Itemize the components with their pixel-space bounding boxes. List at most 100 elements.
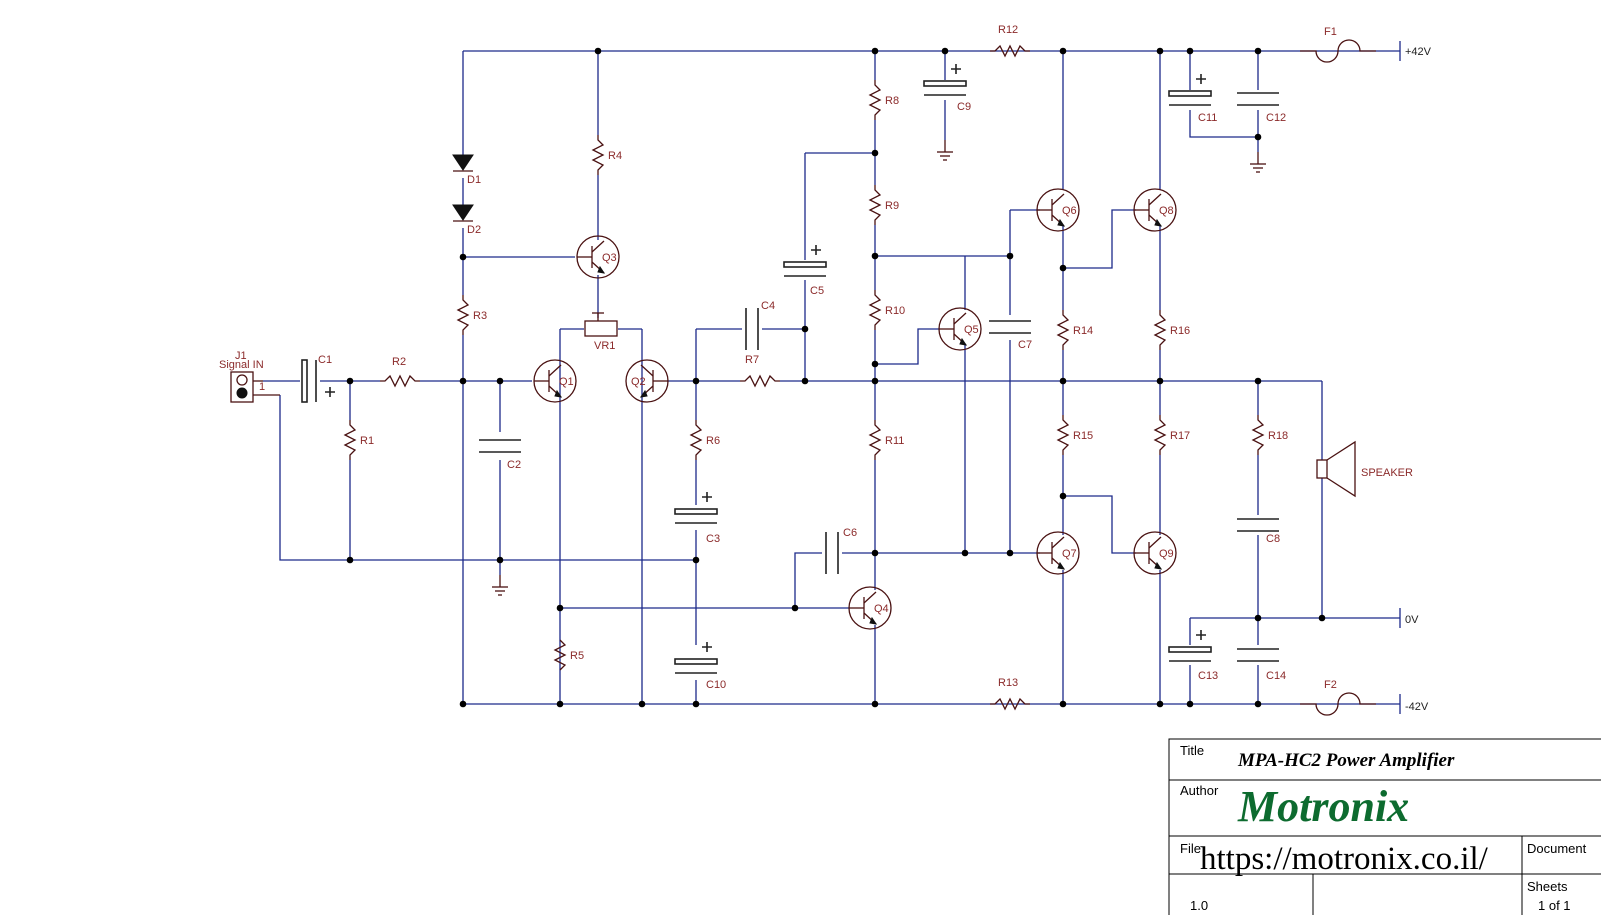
resistor-r7 [740,374,780,388]
revision-value: 1.0 [1190,898,1208,913]
junction-dot [692,700,700,708]
transistor-q2 [625,359,669,403]
title-caption: Title [1180,743,1204,758]
resistor-label-r2: R2 [392,356,406,368]
resistor-r6 [689,420,703,460]
junction-dot [1059,377,1067,385]
resistor-label-r9: R9 [885,200,899,212]
capacitor-c13 [1168,630,1212,662]
ground-symbol [937,140,953,161]
transistor-label-q5: Q5 [964,324,979,336]
junction-dot [459,700,467,708]
junction-dot [1006,549,1014,557]
fuse-f1 [1300,39,1376,63]
junction-dot [638,700,646,708]
capacitor-label-c10: C10 [706,679,726,691]
diode-label-d1: D1 [467,174,481,186]
capacitor-label-c8: C8 [1266,533,1280,545]
junction-dot [1059,700,1067,708]
capacitor-label-c4: C4 [761,300,775,312]
junction-dot [871,149,879,157]
junction-dot [1254,377,1262,385]
resistor-label-r1: R1 [360,435,374,447]
junction-dot [961,549,969,557]
capacitor-label-c13: C13 [1198,670,1218,682]
junction-dot [1318,614,1326,622]
capacitor-label-c7: C7 [1018,339,1032,351]
transistor-q6 [1036,188,1080,232]
sheets-value: 1 of 1 [1538,898,1571,913]
capacitor-label-c14: C14 [1266,670,1286,682]
trimmer-label: VR1 [594,340,615,352]
transistor-label-q4: Q4 [874,603,889,615]
junction-dot [1254,614,1262,622]
capacitor-c2 [479,439,521,453]
capacitor-label-c2: C2 [507,459,521,471]
transistor-label-q7: Q7 [1062,548,1077,560]
connector-name-label: Signal IN [219,359,264,371]
junction-dot [1254,47,1262,55]
resistor-r11 [868,420,882,460]
diode-d2 [452,204,474,222]
transistor-q5 [938,307,982,351]
q5-base [875,328,940,365]
diode-d1 [452,154,474,172]
drawing-title: MPA-HC2 Power Amplifier [1237,750,1455,771]
speaker-icon [1316,440,1356,498]
q9-base [1063,495,1136,554]
resistor-label-r11: R11 [885,435,904,447]
capacitor-label-c1: C1 [318,354,332,366]
resistor-label-r10: R10 [885,305,905,317]
transistor-label-q6: Q6 [1062,205,1077,217]
resistor-r4 [591,135,605,175]
capacitor-c4 [745,308,759,350]
junction-dot [692,556,700,564]
junction-dot [871,252,879,260]
capacitor-c6 [825,532,839,574]
resistor-label-r18: R18 [1268,430,1288,442]
junction-dot [1059,47,1067,55]
junction-dot [692,377,700,385]
transistor-q7 [1036,531,1080,575]
resistor-label-r5: R5 [570,650,584,662]
junction-dot [871,700,879,708]
transistor-q8 [1133,188,1177,232]
junction-dot [871,47,879,55]
resistor-r10 [868,290,882,330]
ground-symbol [1250,152,1266,173]
input-return [279,395,696,561]
speaker-label: SPEAKER [1361,467,1413,479]
document-caption: Document [1527,841,1587,856]
transistor-q9 [1133,531,1177,575]
capacitor-c10 [674,642,718,674]
transistor-q4 [848,586,892,630]
junction-dot [1254,700,1262,708]
junction-dot [556,700,564,708]
author-name: Motronix [1237,782,1409,831]
resistor-label-r17: R17 [1170,430,1190,442]
resistor-label-r12: R12 [998,24,1018,36]
transistor-label-q3: Q3 [602,252,617,264]
junction-dot [346,377,354,385]
author-caption: Author [1180,783,1219,798]
capacitor-c9 [923,64,967,96]
resistor-label-r16: R16 [1170,325,1190,337]
fuse-label-f2: F2 [1324,679,1337,691]
capacitor-label-c9: C9 [957,101,971,113]
rail-label-positive: +42V [1405,46,1432,58]
ground-symbol [492,575,508,596]
resistor-label-r6: R6 [706,435,720,447]
junction-dot [496,556,504,564]
schematic-wires [263,41,1401,714]
input-connector [230,371,280,403]
connector-ref-label: J1 [235,350,247,362]
junction-dot [1156,377,1164,385]
capacitor-c3 [674,492,718,524]
resistor-r8 [868,80,882,120]
capacitor-label-c11: C11 [1198,112,1217,124]
title-block: Title MPA-HC2 Power Amplifier Author Mot… [1168,738,1601,915]
diode-label-d2: D2 [467,224,481,236]
junction-dot [346,556,354,564]
file-caption: File [1180,841,1201,856]
junction-dot [1006,252,1014,260]
